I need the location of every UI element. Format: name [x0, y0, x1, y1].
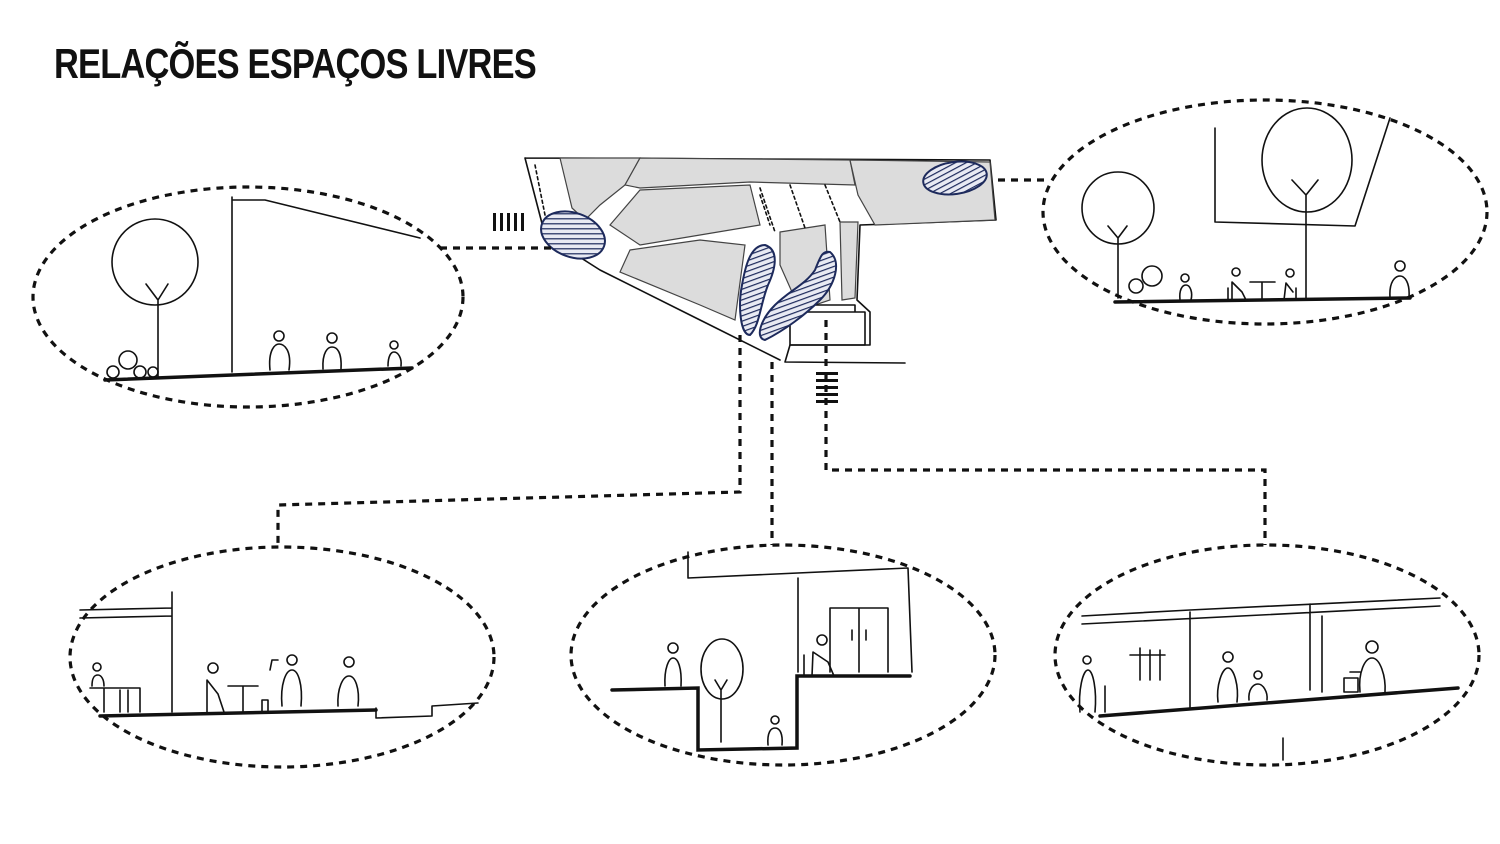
highlight-space-northeast	[922, 160, 988, 196]
person-icon	[1283, 268, 1297, 301]
ramp-line	[375, 702, 479, 719]
tree-icon	[111, 218, 199, 379]
person-icon	[1349, 640, 1386, 693]
table-icon	[227, 685, 259, 713]
vignette-frame-southeast	[1053, 543, 1481, 767]
counter-icon	[89, 687, 141, 713]
person-icon	[268, 330, 291, 371]
person-icon	[1179, 273, 1193, 301]
chair-icon	[261, 659, 279, 713]
highlight-space-west	[540, 210, 606, 260]
person-icon	[280, 654, 303, 707]
crosswalk-west	[493, 213, 524, 231]
person-icon	[803, 634, 835, 677]
plaza-area-south	[619, 239, 746, 321]
ground-line	[103, 366, 414, 382]
person-icon	[387, 340, 402, 367]
plaza-area-mid	[609, 184, 761, 246]
vignette-frame-northeast	[1041, 98, 1489, 326]
vignette-frame-west	[31, 185, 465, 409]
ground-line	[1098, 686, 1460, 718]
vignette-southwest	[68, 545, 496, 769]
person-icon	[1216, 651, 1239, 703]
tree-icon	[700, 638, 744, 743]
vignette-frame-south	[569, 543, 997, 767]
sunken-ground-line	[610, 674, 912, 752]
vignette-west	[31, 185, 465, 409]
person-icon	[91, 662, 105, 687]
connector-lines	[276, 178, 1267, 545]
plaza-area-east-small	[839, 221, 859, 301]
bag-icon	[1343, 677, 1359, 693]
connector-southwest	[276, 335, 742, 545]
building-outline	[789, 304, 866, 346]
vignette-northeast	[1041, 98, 1489, 326]
person-icon	[1078, 655, 1097, 713]
ground-line	[98, 708, 378, 718]
person-icon	[1227, 267, 1247, 301]
tree-icon	[1081, 171, 1155, 299]
ground-line	[1113, 296, 1412, 304]
page-title: RELAÇÕES ESPAÇOS LIVRES	[54, 40, 537, 87]
tree-icon	[1261, 107, 1353, 301]
table-icon	[1249, 281, 1276, 301]
rack-icon	[1129, 647, 1166, 681]
shrub-icon	[1128, 265, 1163, 294]
person-icon	[206, 662, 225, 713]
plaza-area-center	[624, 157, 856, 189]
door-icon	[829, 607, 889, 673]
connector-southeast	[824, 320, 1267, 545]
vignette-southeast	[1053, 543, 1481, 767]
person-icon	[664, 642, 682, 687]
site-plan	[493, 157, 997, 403]
person-icon	[322, 332, 342, 370]
vignette-south	[569, 543, 997, 767]
person-icon	[1248, 670, 1268, 701]
person-icon	[337, 656, 360, 707]
vignette-frame-southwest	[68, 545, 496, 769]
shrub-icon	[106, 350, 159, 379]
highlight-space-south-2	[758, 250, 838, 342]
highlight-space-south-1	[739, 243, 776, 337]
person-icon	[767, 715, 783, 746]
person-icon	[1389, 260, 1410, 298]
